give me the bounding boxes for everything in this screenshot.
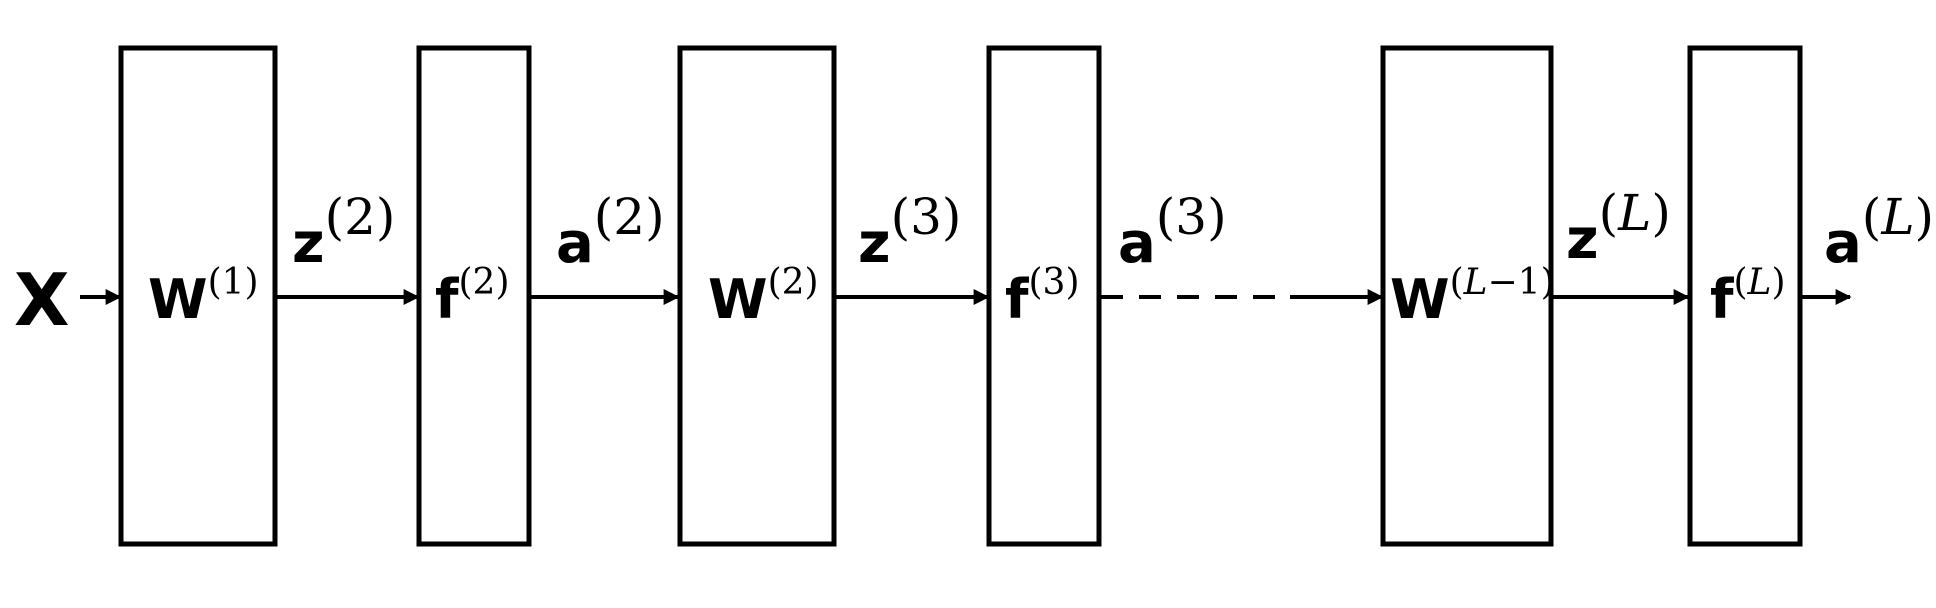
activation-block-3-label: f(3) xyxy=(1005,262,1080,331)
weight-block-2-label: W(2) xyxy=(708,262,819,331)
weight-block-l-minus-1 xyxy=(1380,45,1554,547)
signal-z2-label: z(2) xyxy=(292,188,395,276)
activation-block-2 xyxy=(416,45,532,547)
weight-block-l-minus-1-label: W(L−1) xyxy=(1390,262,1555,331)
activation-block-l-label: f(L) xyxy=(1710,262,1786,331)
input-x-label: X xyxy=(14,258,70,342)
signal-z3-label: z(3) xyxy=(858,188,961,276)
weight-block-1-label: W(1) xyxy=(148,262,259,331)
signal-zl-label: z(L) xyxy=(1566,184,1671,272)
signal-a2-label: a(2) xyxy=(556,188,665,276)
activation-block-l xyxy=(1687,45,1803,547)
activation-block-3 xyxy=(986,45,1102,547)
signal-a3-label: a(3) xyxy=(1118,188,1227,276)
weight-block-2 xyxy=(677,45,837,547)
signal-al-label: a(L) xyxy=(1824,188,1934,276)
weight-block-1 xyxy=(118,45,278,547)
activation-block-2-label: f(2) xyxy=(435,262,510,331)
